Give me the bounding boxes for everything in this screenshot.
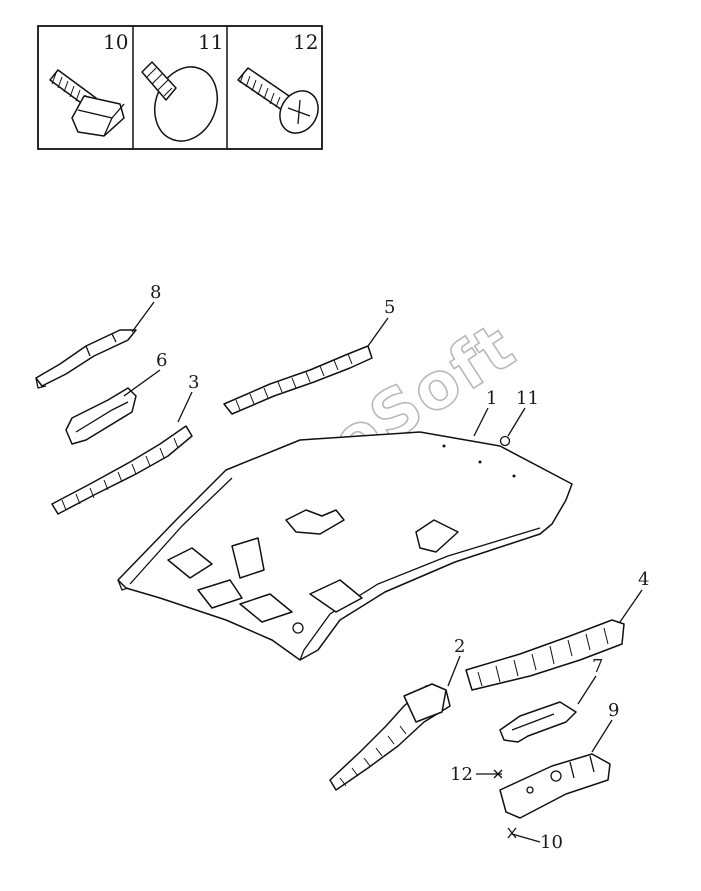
inset-label-10: 10: [103, 30, 128, 54]
callout-11: 11: [516, 388, 539, 409]
grab-handle-part-6: [65, 387, 137, 445]
grab-handle-part-7: [499, 701, 577, 743]
phillips-screw-icon: [237, 67, 319, 134]
callout-12: 12: [450, 764, 473, 785]
callout-7: 7: [592, 656, 603, 677]
callout-2: 2: [454, 636, 465, 657]
bracket-part-9: [499, 753, 611, 819]
side-trim-part-2: [329, 683, 451, 791]
hex-flange-bolt-icon: [49, 69, 125, 137]
callout-8: 8: [150, 282, 161, 303]
push-clip-icon: [141, 61, 218, 142]
inset-label-12: 12: [293, 30, 318, 54]
callout-10: 10: [540, 832, 563, 853]
inset-label-11: 11: [198, 30, 223, 54]
side-trim-part-4: [465, 619, 625, 691]
callout-4: 4: [638, 569, 649, 590]
leader-lines: [123, 301, 643, 843]
headliner-panel: [117, 431, 573, 661]
callout-1: 1: [486, 388, 497, 409]
callout-6: 6: [156, 350, 167, 371]
wiring-harness-part-5: [223, 345, 373, 415]
callout-3: 3: [188, 372, 199, 393]
wire-bracket-part-8: [35, 329, 137, 389]
callout-5: 5: [384, 297, 395, 318]
wiring-harness-part-3: [51, 425, 193, 515]
fastener-inset: 10 11 12: [37, 25, 323, 150]
callout-9: 9: [608, 700, 619, 721]
